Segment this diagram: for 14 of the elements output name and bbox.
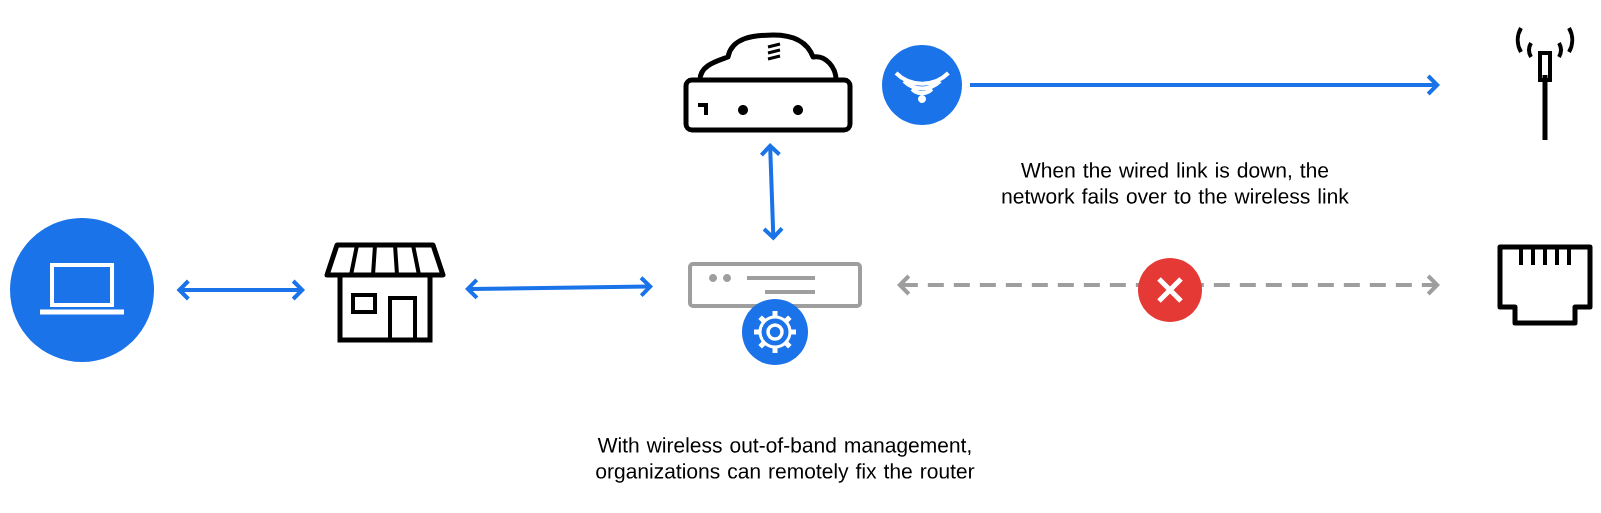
arrow	[897, 274, 1440, 296]
antenna-icon	[1515, 26, 1575, 140]
arrow	[176, 279, 305, 301]
ethernet-port-icon	[1497, 244, 1593, 326]
caption-text: When the wired link is down, the network fails over to the wireless link	[1002, 162, 1349, 204]
router-icon	[688, 262, 862, 308]
wifi-icon	[882, 45, 962, 125]
store-icon	[324, 242, 446, 343]
cloud-router-icon	[683, 32, 853, 133]
laptop-icon	[10, 218, 154, 362]
arrow	[970, 74, 1440, 96]
arrow	[760, 143, 784, 241]
caption-text: With wireless out-of-band management, organizations can remotely fix the router	[596, 437, 975, 483]
arrow	[465, 276, 653, 300]
